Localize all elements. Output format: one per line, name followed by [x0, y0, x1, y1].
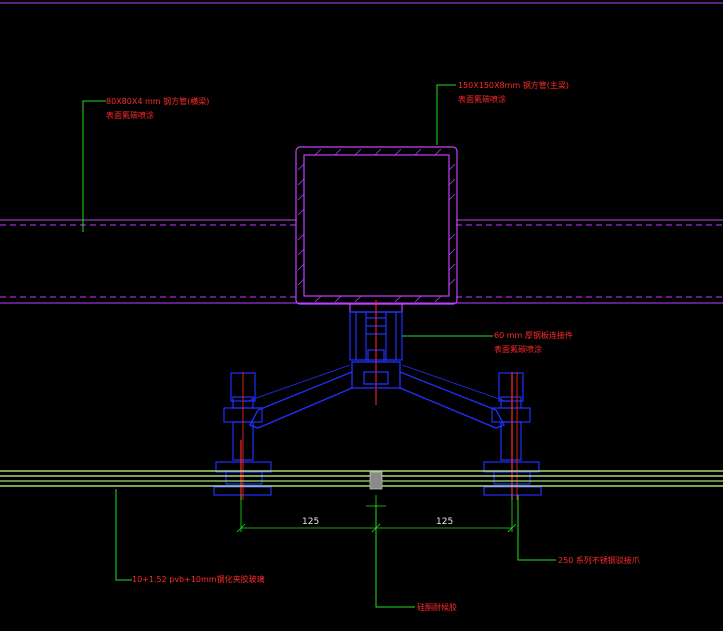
fitting-spec-label: 250 系列不锈钢驳接爪 — [558, 555, 640, 565]
laminated-glass — [0, 470, 723, 487]
connector-spec-label: 60 mm 厚钢板连接件 — [494, 330, 573, 340]
connector-finish-label: 表面氟碳喷涂 — [494, 344, 542, 354]
sealant-joint — [369, 471, 383, 490]
secondary-beam-spec-label: 80X80X4 mm 钢方管(横梁) — [106, 96, 209, 106]
spider-fitting — [244, 361, 509, 429]
main-beam-tube — [295, 146, 458, 305]
secondary-beam-finish-label: 表面氟碳喷涂 — [106, 110, 154, 120]
main-beam-finish-label: 表面氟碳喷涂 — [458, 94, 506, 104]
main-beam-spec-label: 150X150X8mm 钢方管(主梁) — [458, 80, 569, 90]
glass-spec-label: 10+1.52 pvb+10mm钢化夹胶玻璃 — [132, 574, 265, 584]
dimension-right: 125 — [436, 517, 453, 527]
right-bolt-assembly — [483, 372, 542, 500]
sealant-spec-label: 硅酮耐候胶 — [417, 602, 457, 612]
leader-lines — [82, 84, 556, 608]
dimension-left: 125 — [302, 517, 319, 527]
secondary-beam — [0, 219, 723, 304]
left-bolt-assembly — [213, 372, 272, 500]
